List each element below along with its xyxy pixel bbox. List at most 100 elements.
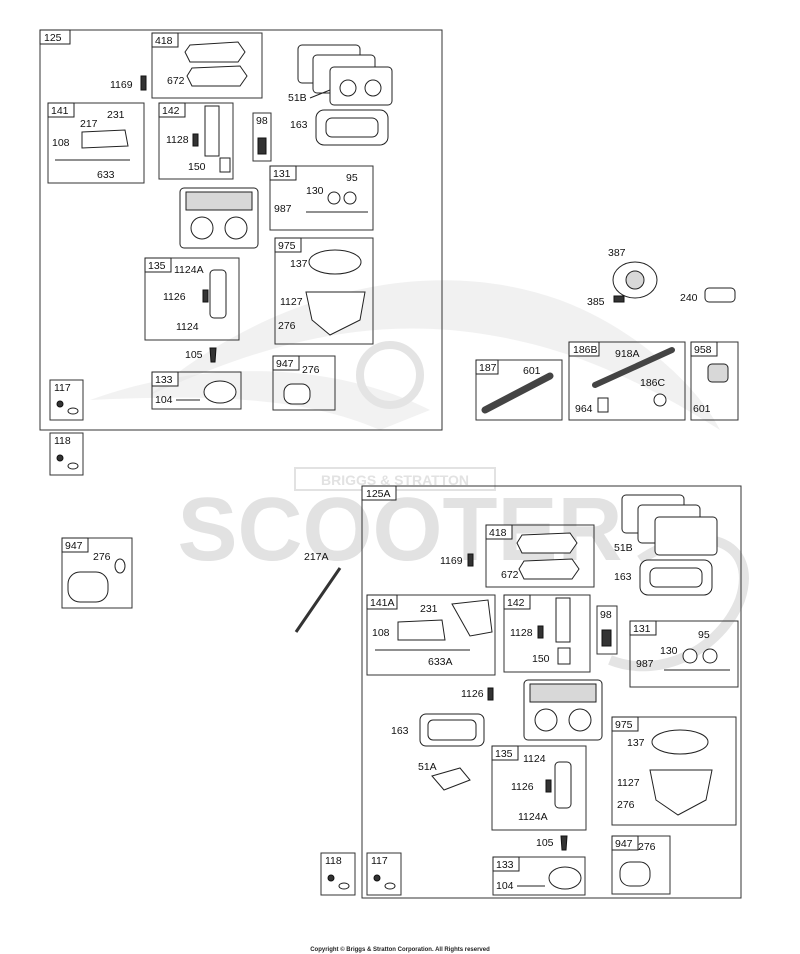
group-117-frame <box>49 379 84 421</box>
callout-231: 231 <box>107 109 125 121</box>
callout-1126b: 1126 <box>461 688 484 700</box>
group-947b-frame <box>611 835 671 895</box>
callout-108b: 108 <box>372 627 390 639</box>
callout-141: 141 <box>51 105 69 117</box>
callout-1127: 1127 <box>280 296 303 308</box>
callout-947b: 947 <box>615 838 633 850</box>
carburetor-body <box>179 187 259 249</box>
callout-385: 385 <box>587 296 605 308</box>
callout-1169b: 1169 <box>440 555 463 567</box>
float-bowl <box>305 291 366 336</box>
callout-1124b: 1124 <box>523 753 546 765</box>
callout-187: 187 <box>479 362 497 374</box>
callout-601b: 601 <box>693 403 711 415</box>
watermark-sub-text: BRIGGS & STRATTON <box>321 472 469 488</box>
callout-117b: 117 <box>371 855 388 867</box>
callout-163c: 163 <box>391 725 409 737</box>
plate-142 <box>204 105 220 157</box>
callout-186C: 186C <box>640 377 666 389</box>
callout-95: 95 <box>346 172 358 184</box>
callout-672b: 672 <box>501 569 519 581</box>
callout-672: 672 <box>167 75 185 87</box>
group-418b-frame <box>485 524 595 588</box>
callout-1128b: 1128 <box>510 627 533 639</box>
callout-51Bb: 51B <box>614 542 633 554</box>
callout-137: 137 <box>290 258 308 270</box>
callout-130: 130 <box>306 185 324 197</box>
callout-1128: 1128 <box>166 134 189 146</box>
group-947-frame <box>272 355 336 411</box>
callout-130b: 130 <box>660 645 678 657</box>
callout-133: 133 <box>155 374 173 386</box>
copyright-text: Copyright © Briggs & Stratton Corporatio… <box>310 946 490 953</box>
group-975b-frame <box>611 716 737 826</box>
callout-163b: 163 <box>614 571 632 583</box>
callout-141A: 141A <box>370 597 395 609</box>
callout-947: 947 <box>276 358 294 370</box>
callout-142b: 142 <box>507 597 525 609</box>
callout-387: 387 <box>608 247 626 259</box>
scooter-watermark: BRIGGS & STRATTON SCOOTER <box>90 280 749 672</box>
callout-137b: 137 <box>627 737 645 749</box>
callout-633: 633 <box>97 169 115 181</box>
callout-987b: 987 <box>636 658 654 670</box>
group-118b-frame <box>320 852 356 896</box>
callout-95b: 95 <box>698 629 710 641</box>
group-133-frame <box>151 371 242 410</box>
callout-975: 975 <box>278 240 296 252</box>
callout-418: 418 <box>155 35 173 47</box>
callout-958: 958 <box>694 344 712 356</box>
callout-98b: 98 <box>600 609 612 621</box>
callout-135b: 135 <box>495 748 513 760</box>
o-ring-137 <box>308 249 362 275</box>
group-131-frame <box>269 165 374 231</box>
callout-633A: 633A <box>428 656 453 668</box>
group-418-frame <box>151 32 263 99</box>
callout-1126c: 1126 <box>511 781 534 793</box>
group-133b-frame <box>492 856 586 896</box>
callout-1124A: 1124A <box>174 264 204 276</box>
callout-163: 163 <box>290 119 308 131</box>
callout-975b: 975 <box>615 719 633 731</box>
callout-105: 105 <box>185 349 203 361</box>
group-131b-frame <box>629 620 739 688</box>
callout-51A: 51A <box>418 761 437 773</box>
group-98-frame <box>252 112 272 162</box>
callout-1124Ab: 1124A <box>518 811 548 823</box>
callout-1127b: 1127 <box>617 777 640 789</box>
group-141-frame <box>47 102 145 184</box>
callout-105b: 105 <box>536 837 554 849</box>
callout-217: 217 <box>80 118 98 130</box>
callout-1169: 1169 <box>110 79 133 91</box>
callout-150: 150 <box>188 161 206 173</box>
callout-418b: 418 <box>489 527 507 539</box>
callout-276b: 276 <box>302 364 320 376</box>
callout-131: 131 <box>273 168 291 180</box>
callout-276: 276 <box>278 320 296 332</box>
callout-276-left: 276 <box>93 551 111 563</box>
group-187-frame <box>475 359 563 421</box>
callout-240: 240 <box>680 292 698 304</box>
group-135-frame <box>144 257 240 341</box>
callout-1124: 1124 <box>176 321 199 333</box>
screw-1169 <box>140 75 147 91</box>
callout-125: 125 <box>44 32 62 44</box>
callout-box-125 <box>39 29 71 45</box>
callout-118b: 118 <box>325 855 342 867</box>
group-975-frame <box>274 237 374 345</box>
callout-276c: 276 <box>617 799 635 811</box>
callout-276d: 276 <box>638 841 656 853</box>
callout-217A: 217A <box>304 551 329 563</box>
callout-51B: 51B <box>288 92 307 104</box>
assembly-125-frame <box>39 29 443 431</box>
group-98b-frame <box>596 605 618 655</box>
callout-231b: 231 <box>420 603 438 615</box>
assembly-125A-frame <box>361 485 742 899</box>
group-118-frame <box>49 432 84 476</box>
gasket-672 <box>186 65 248 87</box>
callout-118: 118 <box>54 435 71 447</box>
gasket-418 <box>184 41 246 63</box>
plate-stack-51B <box>297 44 393 106</box>
callout-150b: 150 <box>532 653 550 665</box>
